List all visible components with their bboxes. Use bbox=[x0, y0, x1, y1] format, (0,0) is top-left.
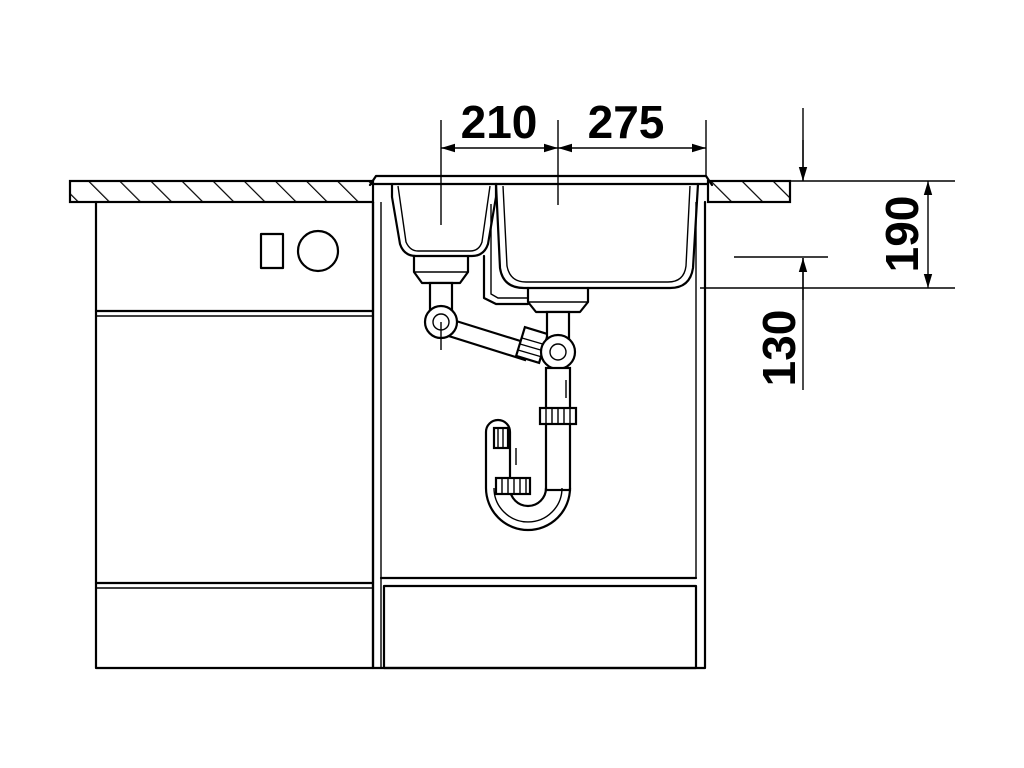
control-switch-icon bbox=[259, 232, 285, 270]
sink-cabinet-drawer bbox=[382, 584, 698, 670]
p-trap bbox=[484, 418, 572, 532]
countertop bbox=[68, 174, 792, 204]
countertop-left bbox=[68, 179, 375, 204]
left-cabinet bbox=[94, 200, 375, 670]
trap-nut-lower bbox=[494, 476, 532, 496]
countertop-right bbox=[706, 179, 792, 204]
drain-assembly bbox=[423, 281, 578, 532]
small-bowl-strainer bbox=[412, 254, 470, 285]
width-dimensions: 210 275 bbox=[440, 96, 707, 196]
overflow-hose bbox=[482, 254, 530, 306]
dim-label-275: 275 bbox=[588, 96, 665, 148]
dim-label-210: 210 bbox=[461, 96, 538, 148]
wall-connector bbox=[492, 426, 510, 450]
dim-label-190: 190 bbox=[876, 196, 928, 273]
height-dimensions: 190 130 bbox=[700, 108, 955, 390]
control-knob-icon bbox=[296, 229, 340, 273]
sink-cabinet bbox=[371, 200, 707, 670]
large-bowl bbox=[494, 182, 700, 314]
dim-label-130: 130 bbox=[753, 310, 805, 387]
center-lines bbox=[440, 196, 828, 465]
small-bowl bbox=[390, 182, 498, 285]
sink-rim bbox=[368, 174, 714, 187]
tee-junction bbox=[539, 333, 577, 371]
large-bowl-strainer bbox=[526, 286, 590, 314]
